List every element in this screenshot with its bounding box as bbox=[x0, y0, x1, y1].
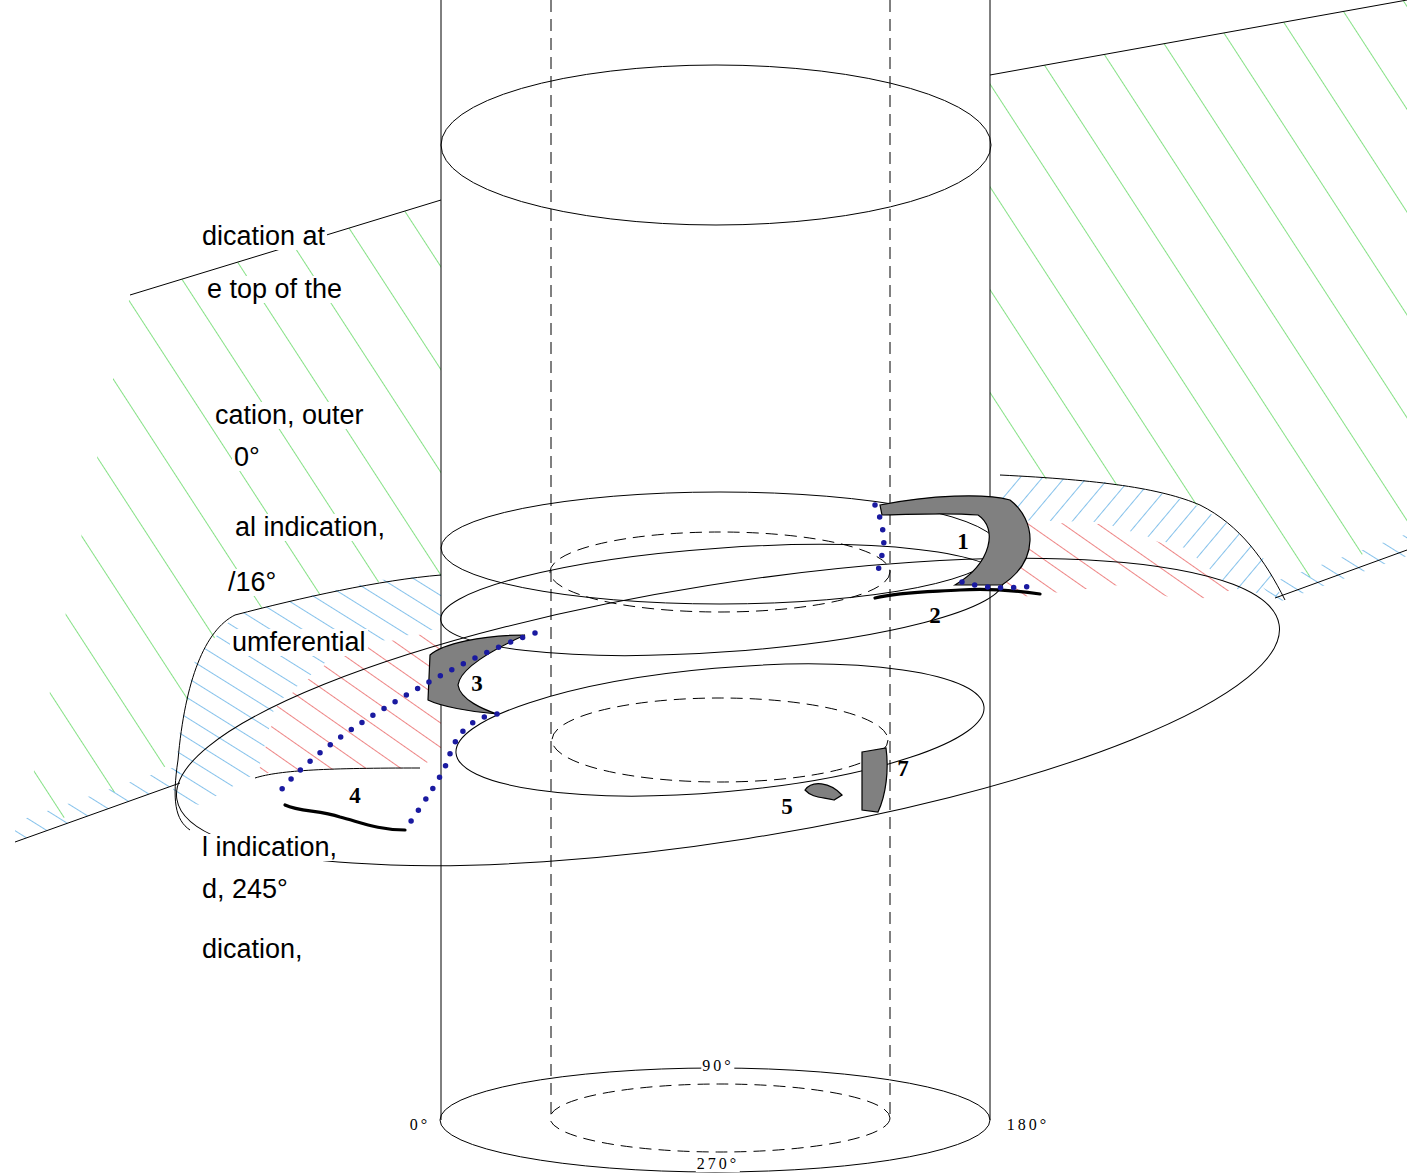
crack-line bbox=[285, 589, 1040, 830]
angle-label: 180° bbox=[1006, 1117, 1050, 1133]
note-text: e top of the bbox=[205, 276, 344, 303]
note-text: dication, bbox=[200, 936, 305, 963]
callout-number: 4 bbox=[349, 784, 361, 807]
angle-label: 0° bbox=[409, 1117, 431, 1133]
note-text: cation, outer bbox=[213, 402, 366, 429]
callout-number: 1 bbox=[957, 530, 969, 553]
dotted-boundary bbox=[275, 505, 1035, 830]
backfill-hatch bbox=[15, 765, 180, 842]
note-text: d, 245° bbox=[200, 876, 290, 903]
excavation-outline bbox=[157, 475, 1299, 926]
note-text: dication at bbox=[200, 223, 327, 250]
callout-number: 7 bbox=[897, 757, 909, 780]
pipe-inner-wall bbox=[550, 0, 890, 1152]
backfill-hatch bbox=[172, 575, 441, 805]
note-text: l indication, bbox=[200, 834, 339, 861]
callout-number: 5 bbox=[781, 795, 793, 818]
soil-hatch bbox=[20, 200, 441, 840]
note-text: umferential bbox=[230, 629, 368, 656]
note-text: /16° bbox=[226, 569, 278, 596]
callout-number: 2 bbox=[929, 604, 941, 627]
note-text: al indication, bbox=[233, 514, 387, 541]
note-text: 0° bbox=[232, 444, 262, 471]
angle-label: 90° bbox=[701, 1058, 734, 1074]
callout-number: 3 bbox=[471, 672, 483, 695]
angle-label: 270° bbox=[696, 1156, 740, 1172]
pipe-outline bbox=[437, 0, 1007, 1172]
backfill-hatch bbox=[1262, 534, 1407, 603]
ground-line bbox=[15, 0, 1407, 842]
indication-shape bbox=[428, 496, 1030, 812]
